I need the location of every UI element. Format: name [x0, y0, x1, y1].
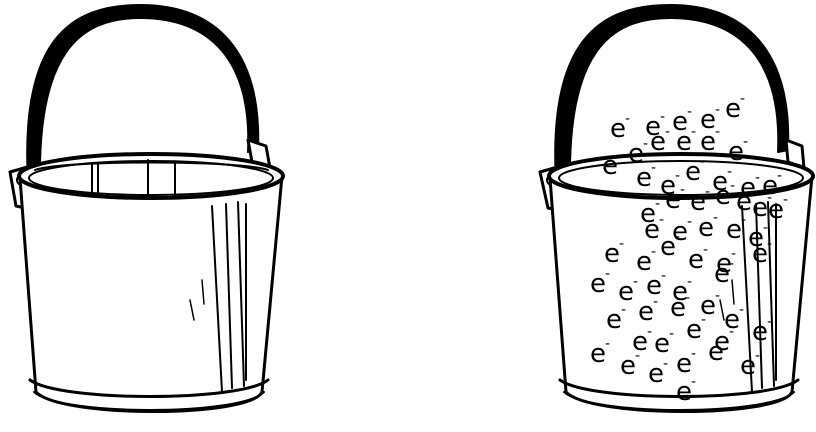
electron-symbol: e — [714, 259, 730, 289]
electron-symbol: e — [636, 163, 652, 193]
electron-symbol: e — [768, 195, 784, 225]
electron-symbol: e — [752, 193, 768, 223]
electron-charge: - — [701, 312, 706, 328]
electron-charge: - — [680, 182, 685, 198]
electron-charge: - — [669, 326, 674, 342]
electron-charge: - — [651, 244, 656, 260]
electron-symbol: e — [676, 377, 692, 407]
electron-charge: - — [605, 266, 610, 282]
electron-symbol: e — [685, 157, 701, 187]
electron-charge: - — [739, 302, 744, 318]
electron-charge: - — [755, 348, 760, 364]
electron-symbol: e — [715, 181, 731, 211]
electron-symbol: e — [676, 127, 692, 157]
electron-charge: - — [777, 168, 782, 184]
electron-symbol: e — [686, 315, 702, 345]
electron-symbol: e — [740, 351, 756, 381]
electron-symbol: e — [670, 293, 686, 323]
electron-charge: - — [685, 290, 690, 306]
electron-charge: - — [659, 212, 664, 228]
electron-charge: - — [665, 124, 670, 140]
electron-symbol: e — [728, 137, 744, 167]
electron-charge: - — [700, 154, 705, 170]
electron-symbol: e — [610, 114, 626, 144]
electron-symbol: e — [698, 213, 714, 243]
electron-charge: - — [687, 214, 692, 230]
electron-charge: - — [617, 148, 622, 164]
empty-bucket — [10, 5, 283, 412]
electron-symbol: e — [676, 349, 692, 379]
electron-symbol: e — [644, 215, 660, 245]
electron-charge: - — [715, 124, 720, 140]
electron-charge: - — [691, 346, 696, 362]
electron-symbol: e — [700, 127, 716, 157]
electron-symbol: e — [604, 239, 620, 269]
electron-charge: - — [703, 242, 708, 258]
electron-charge: - — [687, 274, 692, 290]
electron-symbol: e — [654, 329, 670, 359]
electron-symbol: e — [590, 269, 606, 299]
electron-charge: - — [605, 336, 610, 352]
electron-symbol: e — [660, 232, 676, 262]
electron-charge: - — [705, 184, 710, 200]
electron-symbol: e — [648, 359, 664, 389]
electron-charge: - — [647, 324, 652, 340]
electron-symbol: e — [602, 151, 618, 181]
electron-charge: - — [661, 268, 666, 284]
electron-charge: - — [715, 288, 720, 304]
electron-charge: - — [653, 294, 658, 310]
electron-charge: - — [675, 229, 680, 245]
electron-charge: - — [767, 314, 772, 330]
electron-charge: - — [715, 102, 720, 118]
electron-charge: - — [783, 192, 788, 208]
electron-charge: - — [741, 212, 746, 228]
electron-symbol: e — [606, 305, 622, 335]
electron-symbol: e — [688, 245, 704, 275]
electron-charge: - — [691, 124, 696, 140]
electron-charge: - — [729, 324, 734, 340]
electron-symbol: e — [665, 185, 681, 215]
electron-symbol: e — [620, 351, 636, 381]
electron-charge: - — [633, 274, 638, 290]
electron-symbol: e — [590, 339, 606, 369]
electron-charge: - — [651, 160, 656, 176]
electron-symbol: e — [726, 215, 742, 245]
electron-charge: - — [691, 374, 696, 390]
electron-charge: - — [635, 348, 640, 364]
electron-charge: - — [767, 236, 772, 252]
electron-charge: - — [621, 302, 626, 318]
electron-symbol: e — [752, 317, 768, 347]
electron-charge: - — [660, 109, 665, 125]
electron-charge: - — [723, 334, 728, 350]
electron-charge: - — [763, 220, 768, 236]
electron-charge: - — [713, 210, 718, 226]
electron-charge: - — [687, 104, 692, 120]
electrons-group: e-e-e-e-e-e-e-e-e-e-e-e-e-e-e-e-e-e-e-e-… — [590, 91, 788, 407]
electron-symbol: e — [725, 94, 741, 124]
electron-charge: - — [729, 256, 734, 272]
electron-symbol: e — [650, 127, 666, 157]
electron-charge: - — [663, 356, 668, 372]
electron-symbol: e — [638, 297, 654, 327]
electron-charge: - — [740, 91, 745, 107]
electron-charge: - — [625, 111, 630, 127]
electron-charge: - — [619, 236, 624, 252]
electron-charge: - — [743, 134, 748, 150]
electron-charge: - — [655, 196, 660, 212]
electron-symbol: e — [708, 337, 724, 367]
electron-charge: - — [730, 178, 735, 194]
electron-charge: - — [643, 136, 648, 152]
electron-symbol: e — [752, 239, 768, 269]
